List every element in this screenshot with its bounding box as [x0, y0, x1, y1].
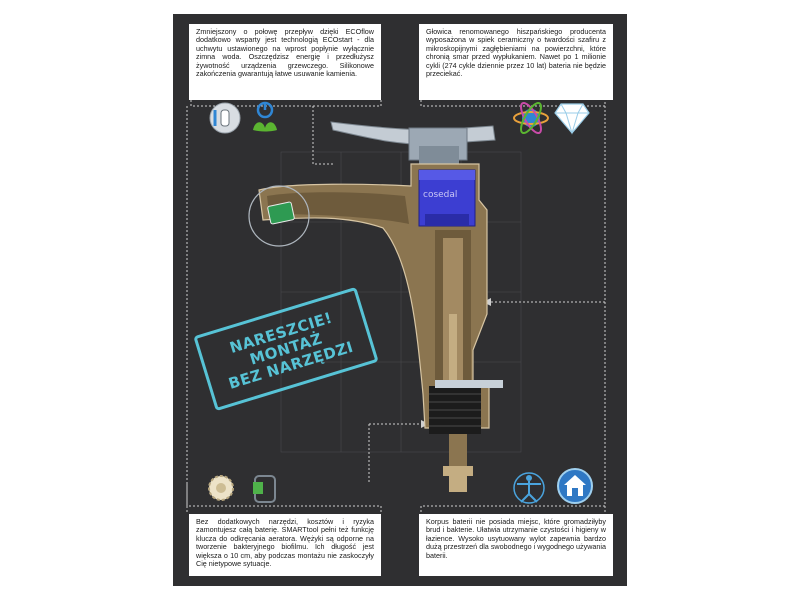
product-poster: Zmniejszony o połowę przepływ dzięki ECO…	[173, 14, 627, 586]
cartridge-brand-label: cosedal	[423, 190, 458, 200]
feature-text-ecoflow: Zmniejszony o połowę przepływ dzięki ECO…	[189, 24, 381, 100]
atom-globe-icon	[513, 101, 549, 135]
gear-icon	[208, 475, 234, 501]
feature-text-smarttool: Bez dodatkowych narzędzi, kosztów i ryzy…	[189, 514, 381, 576]
faucet-body	[258, 163, 490, 429]
mounting-nut	[443, 466, 473, 476]
diamond-icon	[554, 103, 590, 135]
house-icon	[557, 468, 593, 504]
vitruvian-icon	[513, 472, 545, 504]
connector-lines	[186, 100, 606, 512]
power-leaf-icon	[253, 101, 277, 132]
faucet-illustration	[186, 100, 606, 512]
aerator-zoom-circle	[248, 185, 310, 247]
touch-hand-icon	[209, 102, 241, 134]
tool-icon	[253, 475, 276, 503]
feature-text-hygiene: Korpus baterii nie posiada miejsc, które…	[419, 514, 613, 576]
feature-text-cartridge: Głowica renomowanego hiszpańskiego produ…	[419, 24, 613, 100]
